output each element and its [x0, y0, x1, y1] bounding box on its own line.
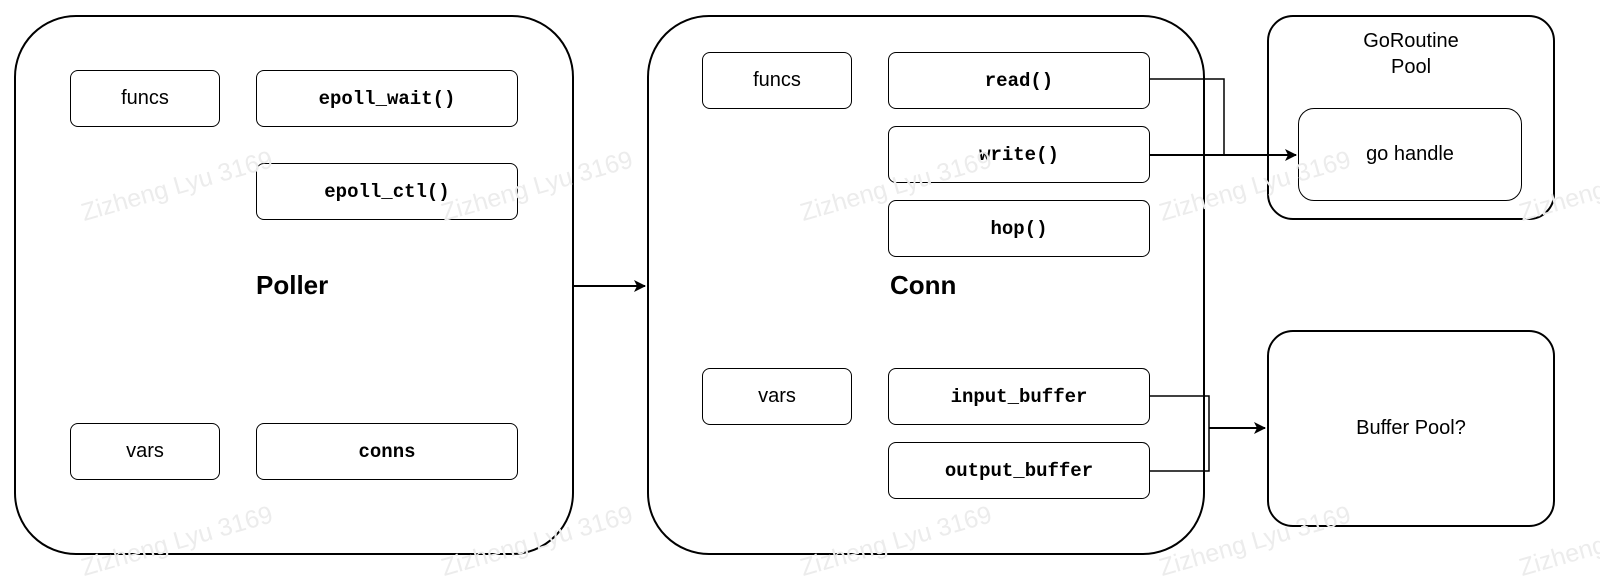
epoll-wait-func: epoll_wait() [256, 70, 518, 127]
buffer-pool-box: Buffer Pool? [1267, 330, 1555, 527]
goroutine-pool-title: GoRoutine Pool [1363, 30, 1459, 78]
poller-vars-label: vars [70, 423, 220, 480]
epoll-ctl-func: epoll_ctl() [256, 163, 518, 220]
go-handle-box: go handle [1298, 108, 1522, 201]
poller-funcs-label: funcs [70, 70, 220, 127]
poller-title: Poller [256, 270, 329, 300]
input-buffer-var: input_buffer [888, 368, 1150, 425]
hop-func: hop() [888, 200, 1150, 257]
write-func: write() [888, 126, 1150, 183]
conn-vars-label: vars [702, 368, 852, 425]
conns-var: conns [256, 423, 518, 480]
read-func: read() [888, 52, 1150, 109]
conn-funcs-label: funcs [702, 52, 852, 109]
conn-title: Conn [890, 270, 957, 300]
output-buffer-var: output_buffer [888, 442, 1150, 499]
